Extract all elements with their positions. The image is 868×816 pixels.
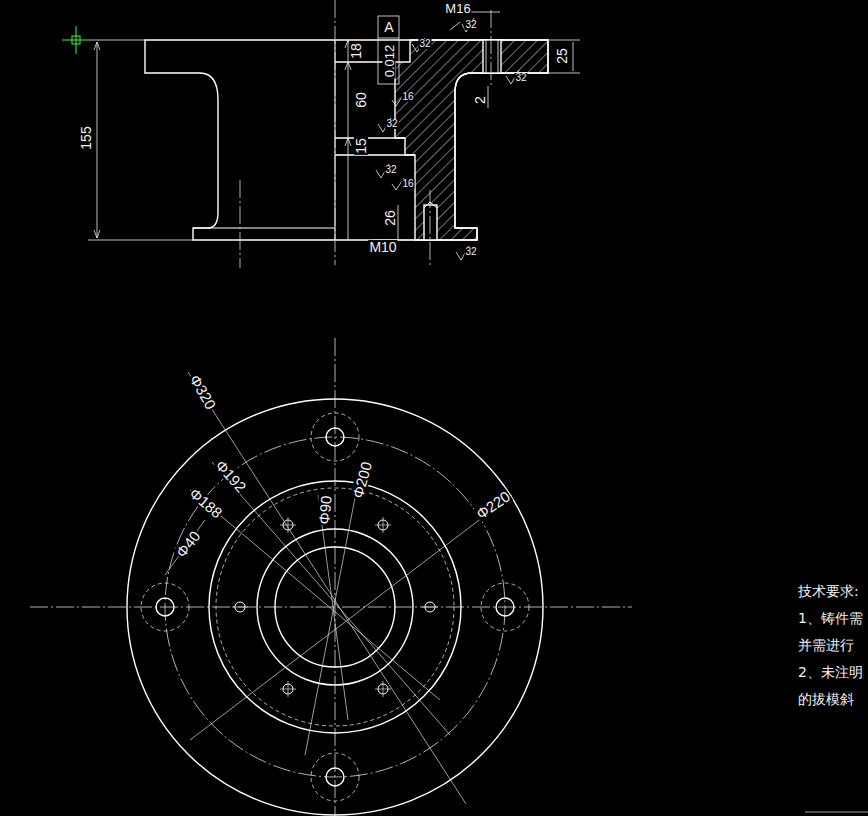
dimension-text: 16 (401, 179, 414, 189)
dimension-text: 32 (385, 119, 398, 129)
dimension-text: A (383, 20, 394, 34)
technical-note: 的拔模斜 (797, 692, 855, 706)
dimension-text: Φ90 (316, 494, 334, 526)
dimension-text: Φ192 (212, 456, 249, 495)
dimension-text: 60 (354, 91, 368, 109)
dimension-text: 32 (464, 20, 477, 30)
dimension-text: Φ220 (473, 488, 514, 523)
dimension-text: 18 (349, 42, 363, 60)
dimension-text: Φ188 (186, 485, 226, 522)
dimension-text: 26 (383, 209, 397, 227)
technical-note: 1、铸件需 (797, 611, 864, 625)
dimension-text: Φ320 (187, 371, 219, 412)
dimension-text: M16 (444, 2, 471, 15)
technical-note: 并需进行 (797, 638, 855, 652)
dimension-text: 15 (354, 137, 368, 155)
dimension-text: M10 (368, 240, 397, 254)
dimension-text: Φ40 (173, 527, 204, 560)
dimension-text: Φ200 (350, 459, 375, 501)
dimension-text: 16 (401, 92, 414, 102)
dimension-text: 32 (464, 247, 477, 257)
dimension-text: 2 (473, 95, 487, 105)
dimension-text: 25 (555, 47, 569, 65)
technical-note: 2、未注明 (797, 665, 864, 679)
dimension-text: 32 (384, 165, 397, 175)
technical-note: 技术要求: (797, 584, 860, 598)
dimension-text: 32 (514, 73, 527, 83)
dimension-text: 32 (418, 39, 431, 49)
dimension-text: 155 (79, 125, 93, 150)
dimension-text: 0.012 (383, 44, 396, 79)
